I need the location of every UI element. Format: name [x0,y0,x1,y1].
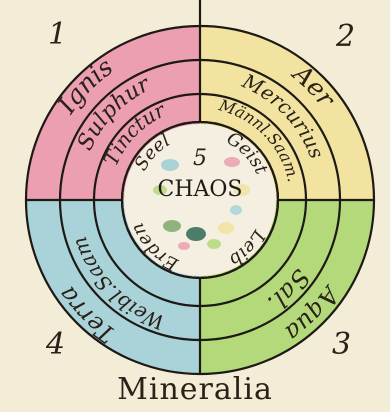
blob [186,227,206,241]
center-label: CHAOS [157,177,242,202]
quadrant-number-4: 4 [45,327,65,362]
quadrant-number-3: 3 [332,327,351,362]
blob [218,222,234,234]
center-number: 5 [193,146,207,171]
blob [207,239,221,249]
caption: Mineralia [0,372,390,407]
blob [178,242,190,250]
blob [230,205,242,215]
quadrant-number-1: 1 [48,17,67,52]
quadrant-number-2: 2 [335,19,355,54]
blob [161,159,179,171]
blob [163,220,181,232]
blob [224,157,240,167]
